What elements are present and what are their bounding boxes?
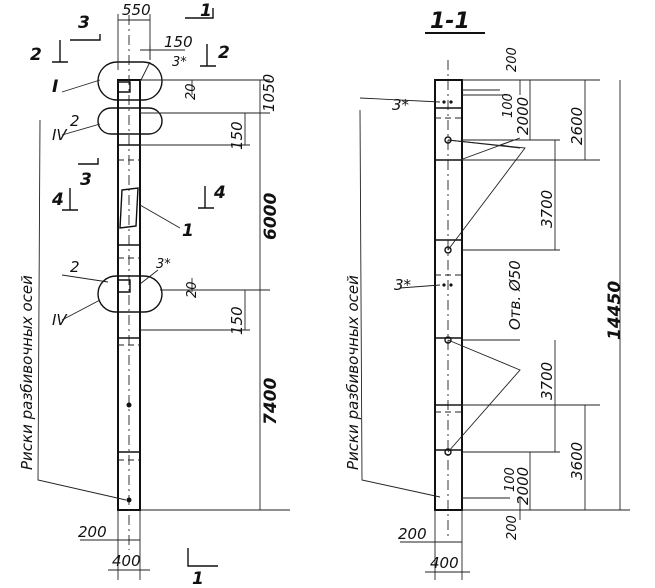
callout-I-label: I [52,77,58,97]
section-4-label-right: 4 [213,183,226,203]
axis-marks-label-right: Риски разбивочных осей [344,275,362,470]
section-1-label-top: 1 [200,1,212,21]
dim-3700-b: 3700 [538,362,556,400]
dim-3600: 3600 [568,442,586,480]
dim-top-width: 550 [122,1,151,19]
hole-4 [444,448,452,456]
dim-20-b: 20 [185,281,200,298]
section-2-label-right: 2 [218,43,230,63]
dim-150-a: 150 [228,121,246,150]
dim-200-top: 200 [505,47,520,72]
dim-2600: 2600 [568,107,586,145]
callout-3-top-label: 3* [172,55,187,70]
axis-marks-label-left: Риски разбивочных осей [18,275,36,470]
dim-3700-a: 3700 [538,190,556,228]
dim-200: 200 [78,523,107,541]
dim-100-top: 100 [501,93,516,118]
section-1-arrow-top [185,8,214,19]
left-view [37,8,290,580]
dim-2000-bottom: 2000 [514,467,532,505]
callout-1-label: 1 [182,221,194,241]
hole-3 [444,336,452,344]
section-1-arrow-bottom [187,548,218,567]
dim-200-bottom: 200 [505,515,520,540]
callout-IV-bottom-label: IV [52,311,68,329]
dim-14450: 14450 [605,281,625,340]
dim-100-bottom: 100 [503,467,518,492]
section-4-label-left: 4 [51,190,64,210]
dim-200-left: 200 [398,525,427,543]
right-column-outline [434,79,463,511]
callout-3-mid-right: 3* [394,276,412,294]
section-1-label-bottom: 1 [192,569,204,588]
dim-7400: 7400 [261,378,281,425]
dim-2000-top: 2000 [514,97,532,135]
dim-400: 400 [112,552,141,570]
callout-2-top-label: 2 [70,112,80,130]
dim-20-a: 20 [184,83,199,100]
section-3-arrow [70,34,101,41]
section-3-label-mid: 3 [80,170,92,190]
dim-6000: 6000 [261,193,281,240]
right-view [359,32,630,580]
hole-marker [126,402,132,408]
callout-3-top-right: 3* [392,96,410,114]
dim-holes: Отв. Ø50 [506,260,524,330]
callout-2-bottom-label: 2 [70,258,80,276]
callout-IV-top-label: IV [52,126,68,144]
dim-400-right: 400 [430,554,459,572]
dim-150-top: 150 [164,33,193,51]
callout-IV-top-oval [97,107,163,135]
callout-3-bottom-label: 3* [156,257,171,272]
callout-IV-bottom-oval [97,275,163,313]
column-opening [119,187,139,229]
dim-150-b: 150 [228,306,246,335]
section-3-label-top: 3 [78,13,90,33]
hole-2 [444,246,452,254]
section-title: 1-1 [430,9,470,34]
dim-1050: 1050 [260,74,278,112]
section-2-label-left: 2 [30,45,42,65]
